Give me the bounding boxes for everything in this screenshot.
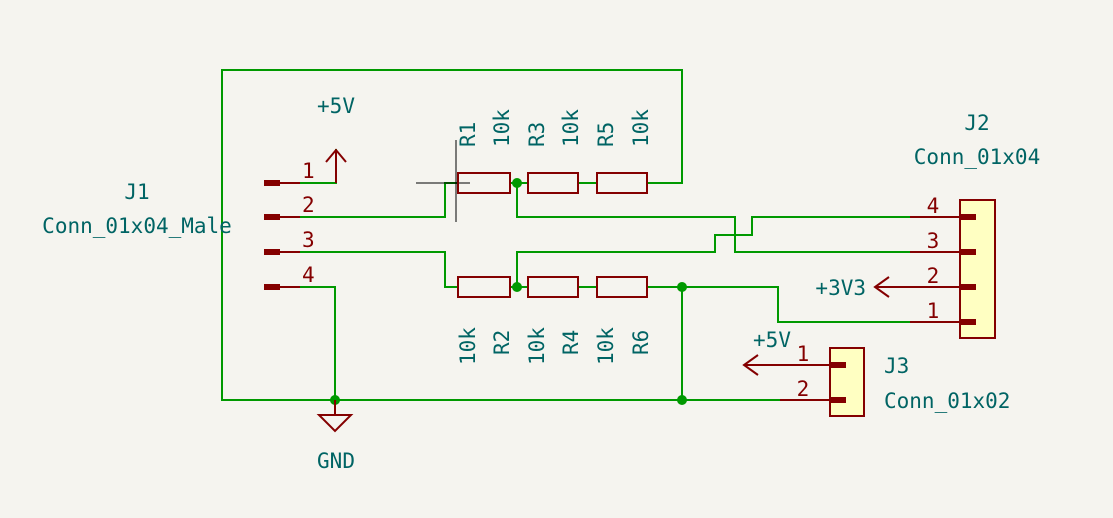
wire-r1r3-to-j2-pin3 (516, 182, 911, 253)
r5-value: 10k (629, 109, 653, 147)
resistor-r1[interactable] (457, 172, 511, 194)
wire-j1-pin2 (269, 182, 459, 218)
r1-reference: R1 (456, 122, 480, 147)
cursor-crosshair (416, 140, 470, 222)
j2-body (959, 199, 996, 339)
j1-pin2-stub (264, 214, 280, 220)
wire-j1-pin4 (269, 286, 336, 401)
j2-pin4-number: 4 (927, 194, 940, 218)
j1-pin3-number: 3 (302, 228, 315, 252)
j2-value: Conn_01x04 (914, 145, 1040, 169)
j1-pin1-number: 1 (302, 159, 315, 183)
resistors (457, 172, 648, 298)
resistor-r4[interactable] (527, 276, 579, 298)
resistor-labels-top: R1 10k R3 10k R5 10k (456, 109, 653, 147)
power-5v-j1[interactable]: +5V (317, 94, 355, 183)
r2-value: 10k (456, 327, 480, 365)
power-5v-label-j3: +5V (753, 328, 791, 352)
power-5v-j3[interactable]: +5V (742, 328, 791, 376)
wire-gnd-loop (221, 69, 683, 401)
connector-j2[interactable]: 4 3 2 1 J2 Conn_01x04 (910, 111, 1040, 339)
junction-r2-r4 (512, 282, 522, 292)
connector-j3[interactable]: 1 2 J3 Conn_01x02 (780, 342, 1010, 417)
j1-pins (264, 180, 300, 290)
j2-pin2-number: 2 (927, 264, 940, 288)
power-arrow-left-icon (742, 354, 759, 376)
resistor-r6[interactable] (596, 276, 648, 298)
connector-j1[interactable]: 1 2 3 4 J1 Conn_01x04_Male (42, 159, 315, 290)
power-3v3[interactable]: +3V3 (815, 276, 910, 300)
j1-pin1-stub (264, 180, 280, 186)
junction-gnd-right (677, 395, 687, 405)
j2-pins (910, 214, 976, 325)
r1-value: 10k (490, 109, 514, 147)
r4-value: 10k (525, 327, 549, 365)
wire-r2r4-to-j2-pin4 (516, 216, 911, 288)
j2-reference: J2 (964, 111, 989, 135)
r3-value: 10k (559, 109, 583, 147)
j3-pins (780, 362, 846, 403)
gnd-label: GND (317, 449, 355, 473)
r6-value: 10k (594, 327, 618, 365)
wire-j1-pin3 (269, 251, 459, 288)
resistor-r5[interactable] (596, 172, 648, 194)
j3-reference: J3 (884, 354, 909, 378)
j3-pin2-number: 2 (797, 377, 810, 401)
power-3v3-label: +3V3 (815, 276, 866, 300)
r5-reference: R5 (594, 122, 618, 147)
r4-reference: R4 (559, 330, 583, 355)
junctions (330, 178, 687, 405)
junction-r6-out (677, 282, 687, 292)
j2-pin1-number: 1 (927, 299, 940, 323)
resistor-labels-bottom: 10k R2 10k R4 10k R6 (456, 327, 653, 365)
j1-pin2-number: 2 (302, 193, 315, 217)
j3-body (829, 347, 865, 417)
r6-reference: R6 (629, 330, 653, 355)
resistor-r3[interactable] (527, 172, 579, 194)
power-gnd[interactable]: GND (316, 400, 355, 473)
wire-r6-to-j2-pin1 (646, 286, 911, 323)
j3-pin1-number: 1 (797, 342, 810, 366)
power-arrow-left-icon (873, 276, 890, 298)
junction-r1-r3 (512, 178, 522, 188)
resistor-r2[interactable] (457, 276, 511, 298)
j1-pin3-stub (264, 249, 280, 255)
j2-pin3-number: 3 (927, 229, 940, 253)
ground-icon (316, 414, 354, 433)
r3-reference: R3 (525, 122, 549, 147)
r2-reference: R2 (490, 330, 514, 355)
j1-pin4-number: 4 (302, 263, 315, 287)
power-5v-label-j1: +5V (317, 94, 355, 118)
power-arrow-up-icon (325, 148, 347, 163)
j1-reference: J1 (124, 180, 149, 204)
j1-value: Conn_01x04_Male (42, 214, 232, 238)
j3-value: Conn_01x02 (884, 389, 1010, 413)
j1-pin4-stub (264, 284, 280, 290)
